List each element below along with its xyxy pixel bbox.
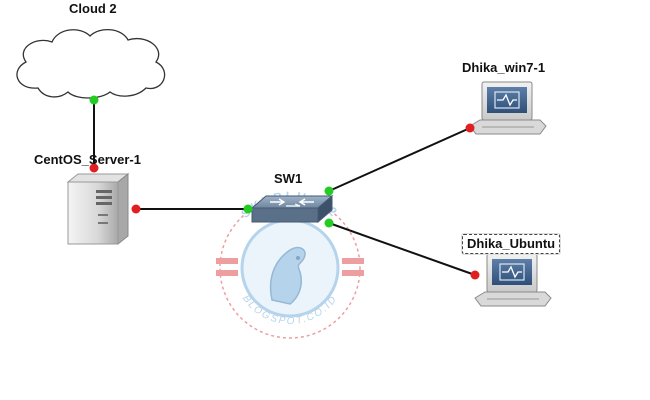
eagle-emblem-icon xyxy=(269,246,306,305)
workstation-monitor-icon xyxy=(469,81,547,135)
port-status-up xyxy=(89,95,99,105)
port-status-down xyxy=(89,163,99,173)
node-label-cloud[interactable]: Cloud 2 xyxy=(69,1,117,16)
node-server[interactable] xyxy=(66,172,130,246)
port-status-up xyxy=(324,218,334,228)
node-label-server[interactable]: CentOS_Server-1 xyxy=(34,152,141,167)
port-status-down xyxy=(465,123,475,133)
node-switch[interactable] xyxy=(250,194,334,224)
port-status-dots xyxy=(89,95,480,280)
port-status-up xyxy=(324,186,334,196)
port-status-up xyxy=(243,204,253,214)
port-status-down xyxy=(131,204,141,214)
node-label-ubuntu[interactable]: Dhika_Ubuntu xyxy=(462,234,561,254)
link-switch-win7[interactable] xyxy=(328,127,471,192)
links xyxy=(93,100,476,276)
server-tower-icon xyxy=(66,172,130,246)
link-switch-ubuntu[interactable] xyxy=(328,222,476,276)
node-label-win7[interactable]: Dhika_win7-1 xyxy=(462,60,546,75)
workstation-monitor-icon xyxy=(474,253,552,307)
cloud-icon xyxy=(16,29,166,99)
node-label-switch[interactable]: SW1 xyxy=(274,171,303,186)
port-status-down xyxy=(470,270,480,280)
node-win7[interactable] xyxy=(469,81,547,135)
node-ubuntu[interactable] xyxy=(474,253,552,307)
ethernet-switch-icon xyxy=(250,194,334,224)
node-cloud[interactable] xyxy=(16,29,166,99)
